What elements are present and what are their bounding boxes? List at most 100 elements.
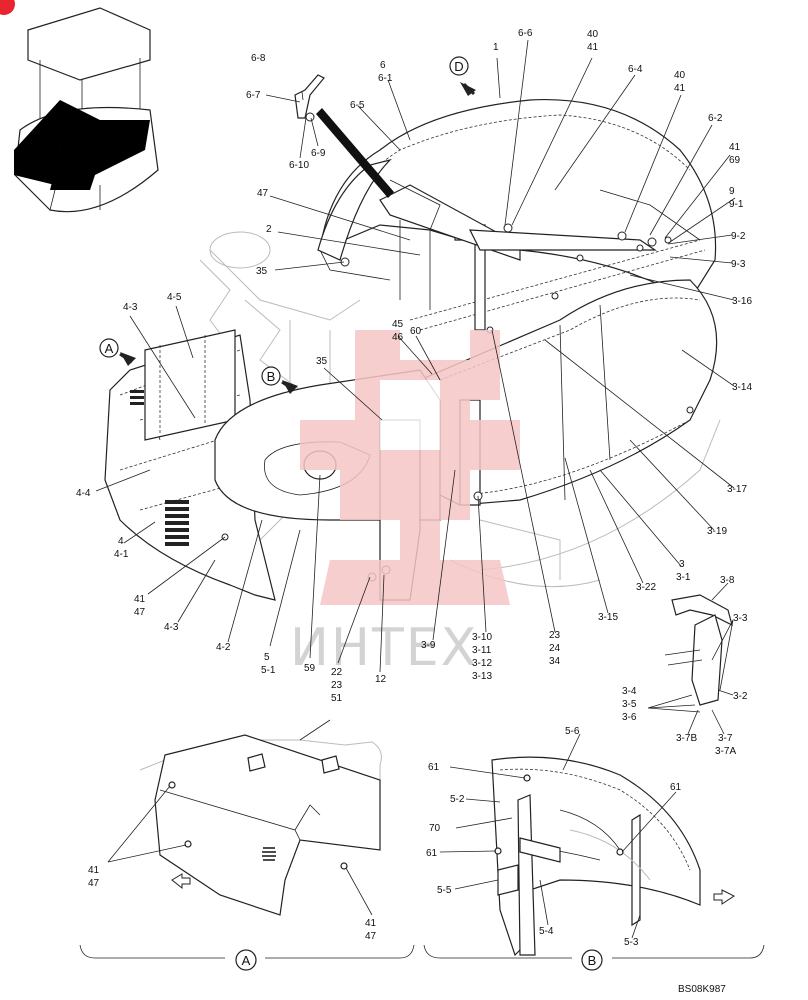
callout-labels: 1 6-6 40 41 6-4 40 41 6-8 6-7 6 6-1 6-5 … <box>76 28 752 948</box>
detail-view-b <box>439 733 735 957</box>
callout-4-2: 4-2 <box>216 642 231 653</box>
callout-3-8: 3-8 <box>720 575 735 586</box>
callout-35-top: 35 <box>256 266 268 277</box>
view-marker-d: D <box>449 56 476 96</box>
svg-text:D: D <box>454 59 463 74</box>
callout-40: 40 <box>587 29 599 40</box>
callout-47-det-a-b: 47 <box>365 931 377 942</box>
watermark: ИНТЕХ <box>290 330 520 678</box>
corner-badge <box>0 0 15 15</box>
callout-5-4: 5-4 <box>539 926 554 937</box>
callout-6-4: 6-4 <box>628 64 643 75</box>
callout-3-11: 3-11 <box>472 645 492 656</box>
part-6-8-hook <box>294 74 325 119</box>
callout-23-b: 23 <box>549 630 561 641</box>
callout-34: 34 <box>549 656 561 667</box>
callout-3-16: 3-16 <box>732 296 752 307</box>
callout-61-a: 61 <box>428 762 440 773</box>
callout-3-3: 3-3 <box>733 613 748 624</box>
callout-3-2: 3-2 <box>733 691 748 702</box>
svg-text:B: B <box>588 953 597 968</box>
callout-9-1: 9-1 <box>729 199 744 210</box>
view-marker-b: B <box>261 366 298 394</box>
callout-41-right: 41 <box>674 83 686 94</box>
callout-3-13: 3-13 <box>472 671 492 682</box>
svg-text:A: A <box>242 953 251 968</box>
callout-4-4: 4-4 <box>76 488 91 499</box>
callout-47-det-a: 47 <box>88 878 100 889</box>
callout-5-1: 5-1 <box>261 665 276 676</box>
callout-5: 5 <box>264 652 270 663</box>
callout-69: 69 <box>729 155 741 166</box>
callout-1: 1 <box>493 42 499 53</box>
callout-41-det-a-b: 41 <box>365 918 377 929</box>
callout-3-7: 3-7 <box>718 733 733 744</box>
callout-3-5: 3-5 <box>622 699 637 710</box>
callout-4-5: 4-5 <box>167 292 182 303</box>
callout-6-7: 6-7 <box>246 90 261 101</box>
callout-59: 59 <box>304 663 316 674</box>
callout-3-4: 3-4 <box>622 686 637 697</box>
callout-47: 47 <box>257 188 269 199</box>
callout-41-left: 41 <box>134 594 146 605</box>
callout-61-c: 61 <box>426 848 438 859</box>
watermark-text: ИНТЕХ <box>290 618 478 678</box>
callout-41-det-a: 41 <box>88 865 100 876</box>
callout-6: 6 <box>380 60 386 71</box>
callout-3-7B: 3-7B <box>676 733 697 744</box>
callout-4-3-top: 4-3 <box>123 302 138 313</box>
callout-4: 4 <box>118 536 124 547</box>
callout-22: 22 <box>331 667 343 678</box>
document-code: BS08K987 <box>678 984 726 995</box>
callout-9-3: 9-3 <box>731 259 746 270</box>
view-marker-a: A <box>99 338 136 366</box>
section-bracket-a: A <box>79 944 415 971</box>
callout-3-1: 3-1 <box>676 572 691 583</box>
callout-3-12: 3-12 <box>472 658 492 669</box>
detail-view-a <box>107 719 382 916</box>
callout-6-10: 6-10 <box>289 160 309 171</box>
callout-3-6: 3-6 <box>622 712 637 723</box>
callout-61-b: 61 <box>670 782 682 793</box>
callout-3-10: 3-10 <box>472 632 492 643</box>
callout-5-5: 5-5 <box>437 885 452 896</box>
section-bracket-b: B <box>423 944 765 971</box>
callout-6-9: 6-9 <box>311 148 326 159</box>
pointer-arrow <box>316 108 394 198</box>
callout-5-3: 5-3 <box>624 937 639 948</box>
callout-5-2: 5-2 <box>450 794 465 805</box>
callout-24: 24 <box>549 643 561 654</box>
callout-4-1: 4-1 <box>114 549 129 560</box>
callout-46: 46 <box>392 332 404 343</box>
callout-41-b: 41 <box>729 142 741 153</box>
callout-9: 9 <box>729 186 735 197</box>
callout-70: 70 <box>429 823 441 834</box>
callout-6-5: 6-5 <box>350 100 365 111</box>
svg-text:B: B <box>267 369 276 384</box>
callout-2: 2 <box>266 224 272 235</box>
callout-3-7A: 3-7A <box>715 746 736 757</box>
callout-3-14: 3-14 <box>732 382 752 393</box>
detail-hinge-parts <box>647 582 734 735</box>
callout-60: 60 <box>410 326 422 337</box>
callout-6-1: 6-1 <box>378 73 393 84</box>
callout-41: 41 <box>587 42 599 53</box>
callout-45: 45 <box>392 319 404 330</box>
callout-9-2: 9-2 <box>731 231 746 242</box>
callout-23: 23 <box>331 680 343 691</box>
callout-4-3-bottom: 4-3 <box>164 622 179 633</box>
callout-5-6: 5-6 <box>565 726 580 737</box>
callout-40-right: 40 <box>674 70 686 81</box>
callout-47-left: 47 <box>134 607 146 618</box>
leader-lines <box>95 39 736 673</box>
callout-6-6: 6-6 <box>518 28 533 39</box>
callout-51: 51 <box>331 693 343 704</box>
svg-text:A: A <box>105 341 114 356</box>
locator-thumbnail <box>14 7 159 213</box>
callout-3-9: 3-9 <box>421 640 436 651</box>
callout-3-17: 3-17 <box>727 484 747 495</box>
callout-12: 12 <box>375 674 387 685</box>
callout-3-19: 3-19 <box>707 526 727 537</box>
callout-6-8: 6-8 <box>251 53 266 64</box>
